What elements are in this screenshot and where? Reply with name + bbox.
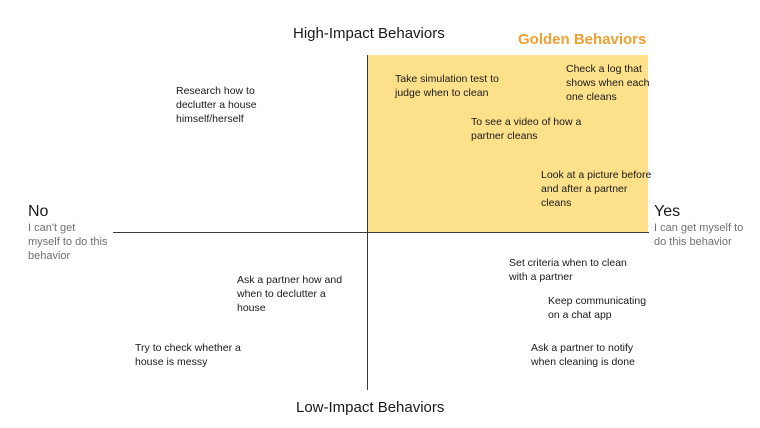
low-impact-title: Low-Impact Behaviors (296, 399, 445, 416)
behavior-research: Research how to declutter a house himsel… (176, 85, 257, 125)
behavior-check-messy: Try to check whether a house is messy (135, 342, 241, 368)
yes-label: Yes (654, 203, 681, 220)
vertical-axis (367, 55, 368, 390)
behavior-keep-communicating: Keep communicating on a chat app (548, 295, 647, 321)
behavior-watch-video: To see a video of how a partner cleans (471, 116, 582, 142)
horizontal-axis (113, 232, 649, 233)
golden-behaviors-region (368, 55, 648, 232)
yes-description: I can get myself to do this behavior (654, 222, 744, 248)
behavior-check-log: Check a log that shows when each one cle… (566, 63, 650, 103)
behavior-ask-notify: Ask a partner to notify when cleaning is… (531, 342, 635, 368)
golden-behaviors-title: Golden Behaviors (518, 31, 647, 48)
behavior-simulation-test: Take simulation test to judge when to cl… (395, 73, 499, 99)
high-impact-title: High-Impact Behaviors (293, 25, 445, 42)
no-label: No (28, 203, 49, 220)
behavior-ask-how: Ask a partner how and when to declutter … (237, 274, 343, 314)
no-description: I can't get myself to do this behavior (28, 222, 108, 262)
behavior-set-criteria: Set criteria when to clean with a partne… (509, 257, 627, 283)
behavior-look-picture: Look at a picture before and after a par… (541, 169, 652, 209)
